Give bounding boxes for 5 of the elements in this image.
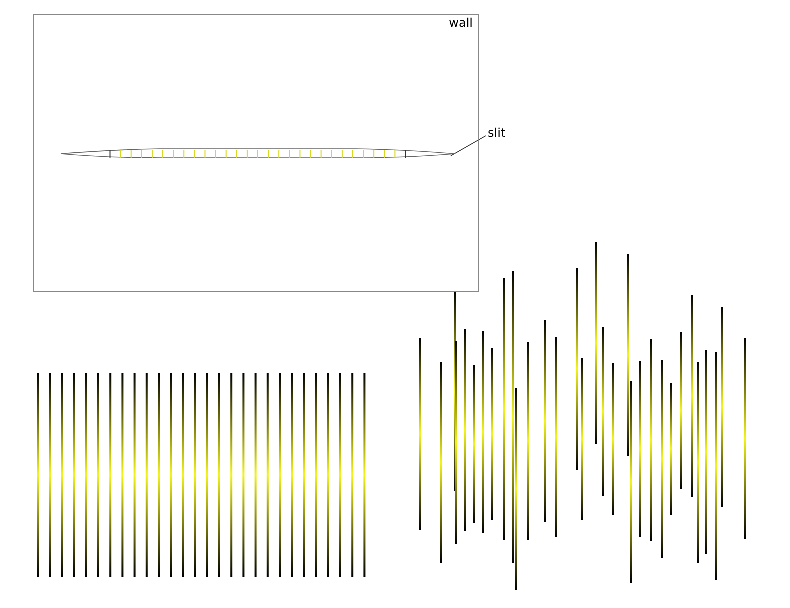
panel-label: wall (449, 16, 473, 30)
wall-panel (33, 14, 479, 292)
leader-line (450, 136, 486, 156)
callout-label: slit (488, 126, 528, 146)
slit-shape (61, 148, 455, 160)
